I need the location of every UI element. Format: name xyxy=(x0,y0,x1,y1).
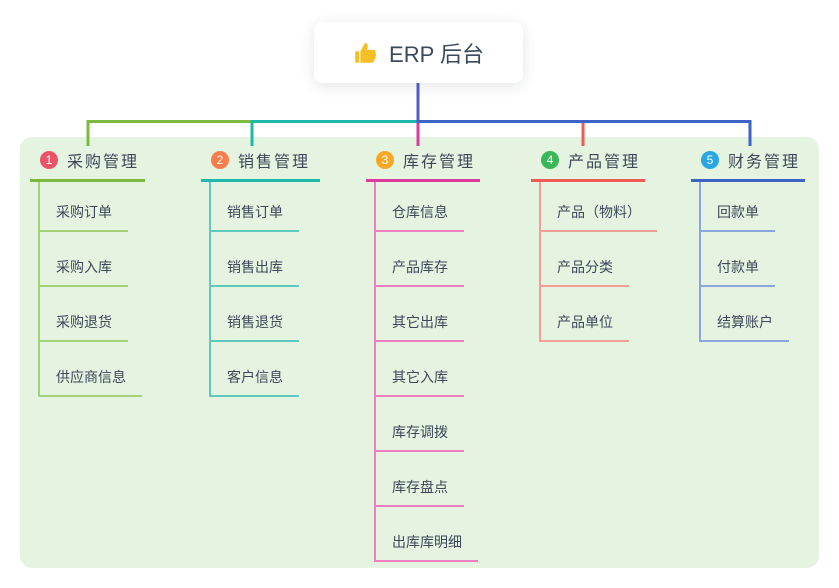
node-item-label[interactable]: 其它入库 xyxy=(376,367,464,397)
node-item: 客户信息 xyxy=(211,342,320,397)
node-item: 供应商信息 xyxy=(40,342,145,397)
branch-index-badge: 2 xyxy=(211,151,229,169)
branch-label: 财务管理 xyxy=(728,154,801,171)
node-item: 产品库存 xyxy=(376,232,480,287)
branch-children: 销售订单销售出库销售退货客户信息 xyxy=(209,182,320,397)
branch: 3 库存管理 仓库信息产品库存其它出库其它入库库存调拨库存盘点出库库明细 xyxy=(366,148,480,562)
branch: 1 采购管理 采购订单采购入库采购退货供应商信息 xyxy=(30,148,145,397)
node-item-label[interactable]: 其它出库 xyxy=(376,312,464,342)
node-item-label[interactable]: 产品库存 xyxy=(376,257,464,287)
node-item: 其它入库 xyxy=(376,342,480,397)
branches-panel xyxy=(20,137,819,568)
node-item-label[interactable]: 产品单位 xyxy=(541,312,629,342)
node-item-label[interactable]: 产品（物料） xyxy=(541,202,657,232)
branch-label: 采购管理 xyxy=(67,154,140,171)
node-item: 采购退货 xyxy=(40,287,145,342)
branch-children: 仓库信息产品库存其它出库其它入库库存调拨库存盘点出库库明细 xyxy=(374,182,480,562)
node-item-label[interactable]: 结算账户 xyxy=(701,312,789,342)
node-item: 采购入库 xyxy=(40,232,145,287)
branch: 5 财务管理 回款单付款单结算账户 xyxy=(691,148,805,342)
node-item-label[interactable]: 销售订单 xyxy=(211,202,299,232)
node-item: 产品（物料） xyxy=(541,182,657,232)
node-item: 回款单 xyxy=(701,182,805,232)
node-item-label[interactable]: 库存盘点 xyxy=(376,477,464,507)
branch-index-badge: 1 xyxy=(40,151,58,169)
node-item-label[interactable]: 出库库明细 xyxy=(376,532,478,562)
node-item-label[interactable]: 销售出库 xyxy=(211,257,299,287)
root-node-label: ERP 后台 xyxy=(389,41,484,67)
node-item-label[interactable]: 库存调拨 xyxy=(376,422,464,452)
branch-title[interactable]: 1 采购管理 xyxy=(30,148,145,182)
node-item-label[interactable]: 采购订单 xyxy=(40,202,128,232)
branch-title[interactable]: 2 销售管理 xyxy=(201,148,320,182)
node-item-label[interactable]: 销售退货 xyxy=(211,312,299,342)
node-item-label[interactable]: 产品分类 xyxy=(541,257,629,287)
branch-title[interactable]: 3 库存管理 xyxy=(366,148,480,182)
node-item: 库存调拨 xyxy=(376,397,480,452)
branch: 4 产品管理 产品（物料） 产品分类产品单位 xyxy=(531,148,657,342)
node-item-label[interactable]: 回款单 xyxy=(701,202,775,232)
node-item-label[interactable]: 供应商信息 xyxy=(40,367,142,397)
node-item-label[interactable]: 采购入库 xyxy=(40,257,128,287)
branch-label: 销售管理 xyxy=(238,154,311,171)
node-item: 其它出库 xyxy=(376,287,480,342)
node-item: 结算账户 xyxy=(701,287,805,342)
branch-label: 库存管理 xyxy=(403,154,476,171)
node-item-label[interactable]: 仓库信息 xyxy=(376,202,464,232)
branch-index-badge: 5 xyxy=(701,151,719,169)
node-item: 销售出库 xyxy=(211,232,320,287)
node-item: 付款单 xyxy=(701,232,805,287)
branch-title[interactable]: 5 财务管理 xyxy=(691,148,805,182)
node-item-label[interactable]: 客户信息 xyxy=(211,367,299,397)
node-item: 销售订单 xyxy=(211,182,320,232)
branch-index-badge: 4 xyxy=(541,151,559,169)
node-item-label[interactable]: 采购退货 xyxy=(40,312,128,342)
node-item-label[interactable]: 付款单 xyxy=(701,257,775,287)
branch-title[interactable]: 4 产品管理 xyxy=(531,148,645,182)
node-item: 销售退货 xyxy=(211,287,320,342)
node-item: 产品单位 xyxy=(541,287,657,342)
thumbs-up-icon xyxy=(355,42,377,63)
branch-children: 产品（物料） 产品分类产品单位 xyxy=(539,182,657,342)
node-item: 仓库信息 xyxy=(376,182,480,232)
node-item: 库存盘点 xyxy=(376,452,480,507)
root-node[interactable]: ERP 后台 xyxy=(314,22,523,83)
branch-label: 产品管理 xyxy=(568,154,641,171)
branch: 2 销售管理 销售订单销售出库销售退货客户信息 xyxy=(201,148,320,397)
branch-index-badge: 3 xyxy=(376,151,394,169)
node-item: 产品分类 xyxy=(541,232,657,287)
branch-children: 回款单付款单结算账户 xyxy=(699,182,805,342)
node-item: 出库库明细 xyxy=(376,507,480,562)
branch-children: 采购订单采购入库采购退货供应商信息 xyxy=(38,182,145,397)
node-item: 采购订单 xyxy=(40,182,145,232)
